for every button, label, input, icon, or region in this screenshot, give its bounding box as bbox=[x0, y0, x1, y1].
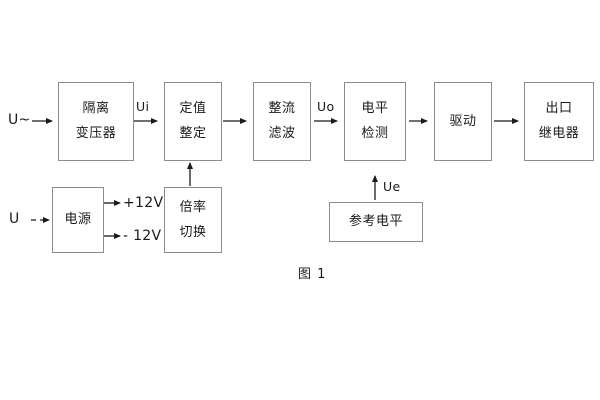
block-rectify-filter[interactable]: 整流 滤波 bbox=[253, 82, 311, 161]
block-reference-level[interactable]: 参考电平 bbox=[329, 202, 423, 242]
block-multiplier-switch[interactable]: 倍率 切换 bbox=[164, 187, 222, 253]
block-power-supply[interactable]: 电源 bbox=[52, 187, 104, 253]
block-isolation-transformer[interactable]: 隔离 变压器 bbox=[58, 82, 134, 161]
label-uo: Uo bbox=[317, 99, 335, 114]
block-output-relay-line2: 继电器 bbox=[538, 126, 580, 141]
block-isolation-transformer-line2: 变压器 bbox=[75, 126, 117, 141]
label-rail-positive: +12V bbox=[123, 195, 164, 211]
block-drive-line1: 驱动 bbox=[449, 113, 477, 129]
label-rail-negative: - 12V bbox=[123, 228, 162, 244]
block-multiplier-switch-line1: 倍率 bbox=[179, 199, 207, 215]
block-power-supply-line1: 电源 bbox=[64, 212, 92, 228]
block-level-detection[interactable]: 电平 检测 bbox=[344, 82, 406, 161]
block-multiplier-switch-line2: 切换 bbox=[179, 224, 207, 240]
block-reference-level-line1: 参考电平 bbox=[348, 214, 403, 230]
block-setting-value-line2: 整定 bbox=[179, 126, 207, 141]
figure-caption: 图 1 bbox=[298, 267, 327, 282]
label-input-ac: U~ bbox=[8, 112, 31, 128]
block-level-detection-line2: 检测 bbox=[361, 126, 389, 141]
label-ue: Ue bbox=[383, 179, 401, 194]
block-setting-value[interactable]: 定值 整定 bbox=[164, 82, 222, 161]
block-drive[interactable]: 驱动 bbox=[434, 82, 492, 161]
block-output-relay[interactable]: 出口 继电器 bbox=[524, 82, 594, 161]
block-level-detection-line1: 电平 bbox=[361, 101, 389, 117]
block-isolation-transformer-line1: 隔离 bbox=[82, 101, 110, 117]
block-rectify-filter-line1: 整流 bbox=[268, 101, 296, 117]
label-input-dc: U bbox=[9, 211, 20, 227]
block-output-relay-line1: 出口 bbox=[545, 101, 573, 117]
block-setting-value-line1: 定值 bbox=[179, 101, 207, 117]
label-ui: Ui bbox=[136, 99, 150, 114]
block-rectify-filter-line2: 滤波 bbox=[268, 126, 296, 141]
